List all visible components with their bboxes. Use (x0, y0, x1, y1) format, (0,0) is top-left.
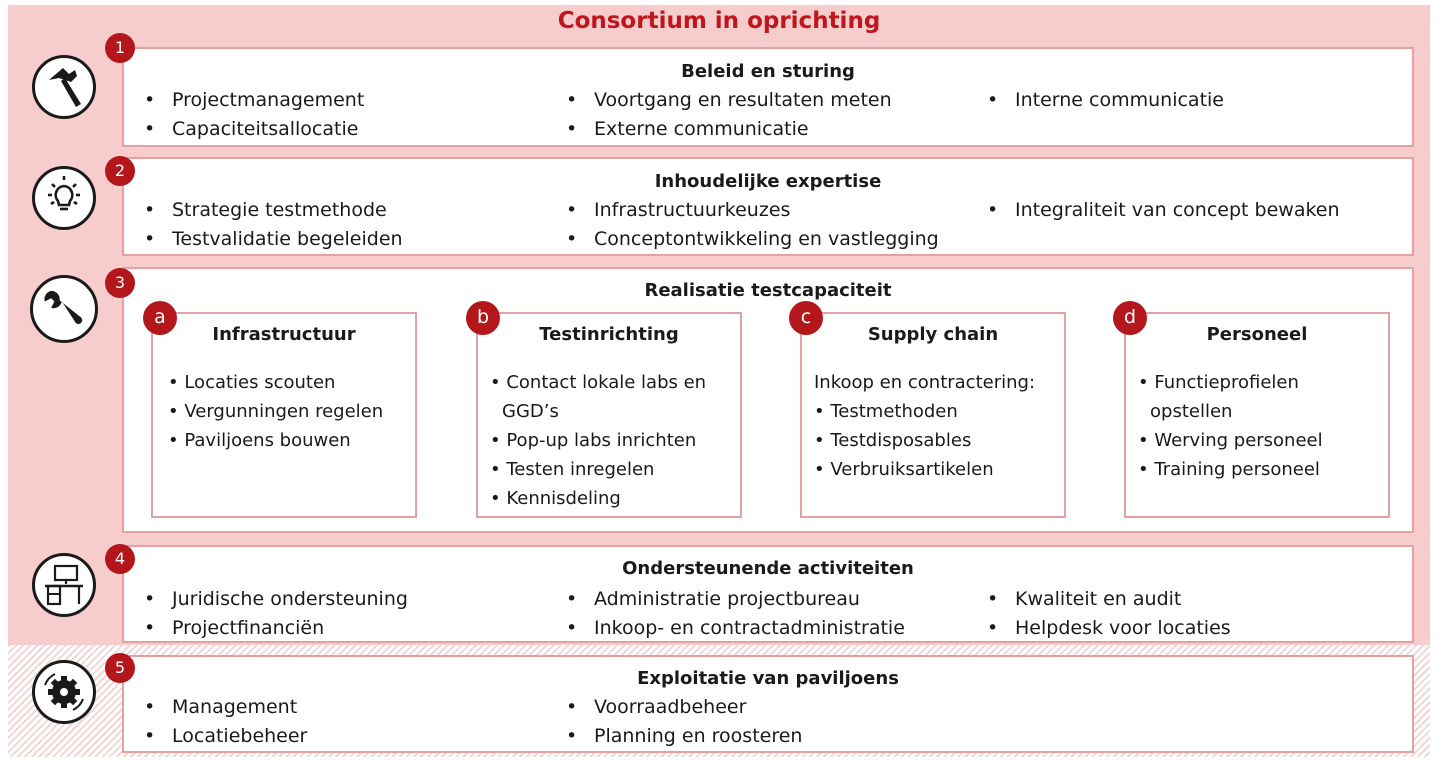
diagram-title: Consortium in oprichting (557, 8, 881, 34)
section-exploitatie-van-paviljoens: Exploitatie van paviljoens •Management •… (122, 655, 1414, 753)
list-item: •Voorraadbeheer (566, 696, 747, 718)
subsection-badge-b: b (466, 301, 500, 335)
list-item: •Interne communicatie (987, 89, 1224, 111)
list-item: •Externe communicatie (566, 118, 809, 140)
list-item: •Integraliteit van concept bewaken (987, 199, 1340, 221)
list-item: GGD’s (502, 401, 559, 422)
list-item: • Pop-up labs inrichten (490, 430, 697, 451)
subsection-title: Personeel (1206, 324, 1308, 345)
list-item: •Helpdesk voor locaties (987, 617, 1231, 639)
subsection-title: Supply chain (867, 324, 999, 345)
list-item: •Testvalidatie begeleiden (144, 228, 403, 250)
section-number-3: 3 (105, 268, 135, 298)
subsection-infrastructuur: Infrastructuur • Locaties scouten • Verg… (151, 312, 417, 518)
list-item: • Training personeel (1138, 459, 1320, 480)
subsection-testinrichting: Testinrichting • Contact lokale labs en … (476, 312, 742, 518)
subsection-personeel: Personeel • Functieprofielen opstellen •… (1124, 312, 1390, 518)
hammer-icon (32, 55, 96, 119)
section-inhoudelijke-expertise: Inhoudelijke expertise •Strategie testme… (122, 157, 1414, 256)
list-item: • Functieprofielen (1138, 372, 1299, 393)
subsection-badge-c: c (789, 301, 823, 335)
section-number-2: 2 (105, 156, 135, 186)
list-item: •Management (144, 696, 298, 718)
list-item: •Capaciteitsallocatie (144, 118, 359, 140)
section-ondersteunende-activiteiten: Ondersteunende activiteiten •Juridische … (122, 545, 1414, 643)
subsection-badge-a: a (143, 301, 177, 335)
section-number-4: 4 (105, 544, 135, 574)
list-item: • Verbruiksartikelen (814, 459, 994, 480)
section-title: Realisatie testcapaciteit (644, 280, 892, 301)
section-title: Beleid en sturing (681, 61, 855, 82)
list-item: • Locaties scouten (168, 372, 336, 393)
list-item: • Testdisposables (814, 430, 972, 451)
gear-icon (32, 660, 96, 724)
section-number-1: 1 (105, 33, 135, 63)
list-item: • Paviljoens bouwen (168, 430, 351, 451)
list-item: •Inkoop- en contractadministratie (566, 617, 905, 639)
subsection-title: Infrastructuur (212, 324, 356, 345)
wrench-icon (30, 275, 98, 343)
lightbulb-icon (32, 166, 96, 230)
list-item: •Conceptontwikkeling en vastlegging (566, 228, 939, 250)
list-item: •Administratie projectbureau (566, 588, 860, 610)
list-item: •Strategie testmethode (144, 199, 387, 221)
section-beleid-en-sturing: Beleid en sturing •Projectmanagement •Ca… (122, 47, 1414, 147)
subsection-badge-d: d (1113, 301, 1147, 335)
section-title: Ondersteunende activiteiten (622, 558, 914, 579)
list-item: • Kennisdeling (490, 488, 621, 509)
subsection-title: Testinrichting (539, 324, 679, 345)
list-item: • Testen inregelen (490, 459, 655, 480)
subsection-supply-chain: Supply chain Inkoop en contractering: • … (800, 312, 1066, 518)
list-item: •Juridische ondersteuning (144, 588, 408, 610)
list-item: •Locatiebeheer (144, 725, 308, 747)
list-item: •Planning en roosteren (566, 725, 803, 747)
list-item: •Infrastructuurkeuzes (566, 199, 791, 221)
list-item: •Projectfinanciën (144, 617, 325, 639)
list-item: •Voortgang en resultaten meten (566, 89, 892, 111)
list-item: • Vergunningen regelen (168, 401, 384, 422)
list-item: opstellen (1150, 401, 1233, 422)
list-item: Inkoop en contractering: (814, 372, 1036, 393)
section-title: Exploitatie van paviljoens (637, 668, 899, 689)
list-item: • Contact lokale labs en (490, 372, 707, 393)
list-item: • Werving personeel (1138, 430, 1323, 451)
list-item: • Testmethoden (814, 401, 958, 422)
desk-icon (32, 553, 96, 617)
list-item: •Kwaliteit en audit (987, 588, 1182, 610)
section-number-5: 5 (105, 653, 135, 683)
list-item: •Projectmanagement (144, 89, 365, 111)
section-title: Inhoudelijke expertise (654, 171, 882, 192)
